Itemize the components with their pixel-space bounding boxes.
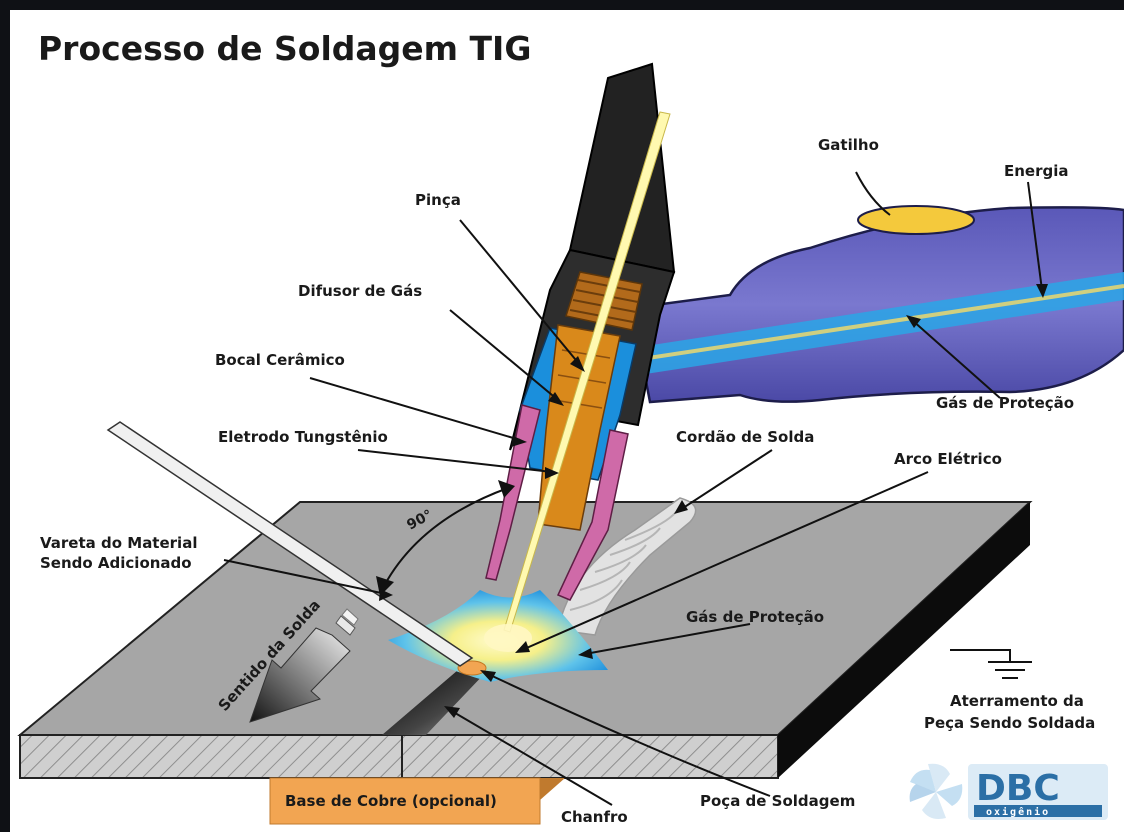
- dbc-logo: DBC oxigênio: [909, 763, 1108, 820]
- label-gas-protecao-hose: Gás de Proteção: [936, 394, 1074, 412]
- angle-arc: [383, 487, 509, 587]
- torch-handle: [620, 205, 1124, 404]
- label-aterramento-1: Aterramento da: [950, 692, 1084, 710]
- label-cordao: Cordão de Solda: [676, 428, 814, 446]
- label-aterramento-2: Peça Sendo Soldada: [924, 714, 1095, 732]
- diagram-title: Processo de Soldagem TIG: [38, 29, 531, 68]
- leader-lines: [223, 171, 1048, 806]
- ground-symbol: [950, 649, 1032, 679]
- label-difusor: Difusor de Gás: [298, 282, 422, 300]
- diagram-frame: Processo de Soldagem TIG: [10, 10, 1124, 832]
- pinwheel-icon: [909, 763, 963, 819]
- logo-subtitle: oxigênio: [986, 806, 1050, 818]
- label-gatilho: Gatilho: [818, 136, 879, 154]
- label-base-cobre: Base de Cobre (opcional): [285, 792, 497, 810]
- label-eletrodo: Eletrodo Tungstênio: [218, 428, 388, 446]
- label-vareta-2: Sendo Adicionado: [40, 554, 192, 572]
- label-poca: Poça de Soldagem: [700, 792, 855, 810]
- chanfro-groove: [382, 670, 488, 735]
- weld-puddle: [457, 660, 487, 676]
- label-gas-protecao-plate: Gás de Proteção: [686, 608, 824, 626]
- filler-rod: [106, 421, 474, 667]
- label-arco: Arco Elétrico: [894, 450, 1002, 468]
- logo-text: DBC: [976, 768, 1060, 809]
- weld-direction-arrow: [249, 608, 359, 723]
- label-energia: Energia: [1004, 162, 1069, 180]
- label-chanfro: Chanfro: [561, 808, 628, 826]
- label-vareta-1: Vareta do Material: [40, 534, 197, 552]
- label-bocal: Bocal Cerâmico: [215, 351, 345, 369]
- copper-base: [269, 777, 565, 825]
- tig-welding-diagram: Processo de Soldagem TIG: [17, 29, 1124, 826]
- label-pinca: Pinça: [415, 191, 461, 209]
